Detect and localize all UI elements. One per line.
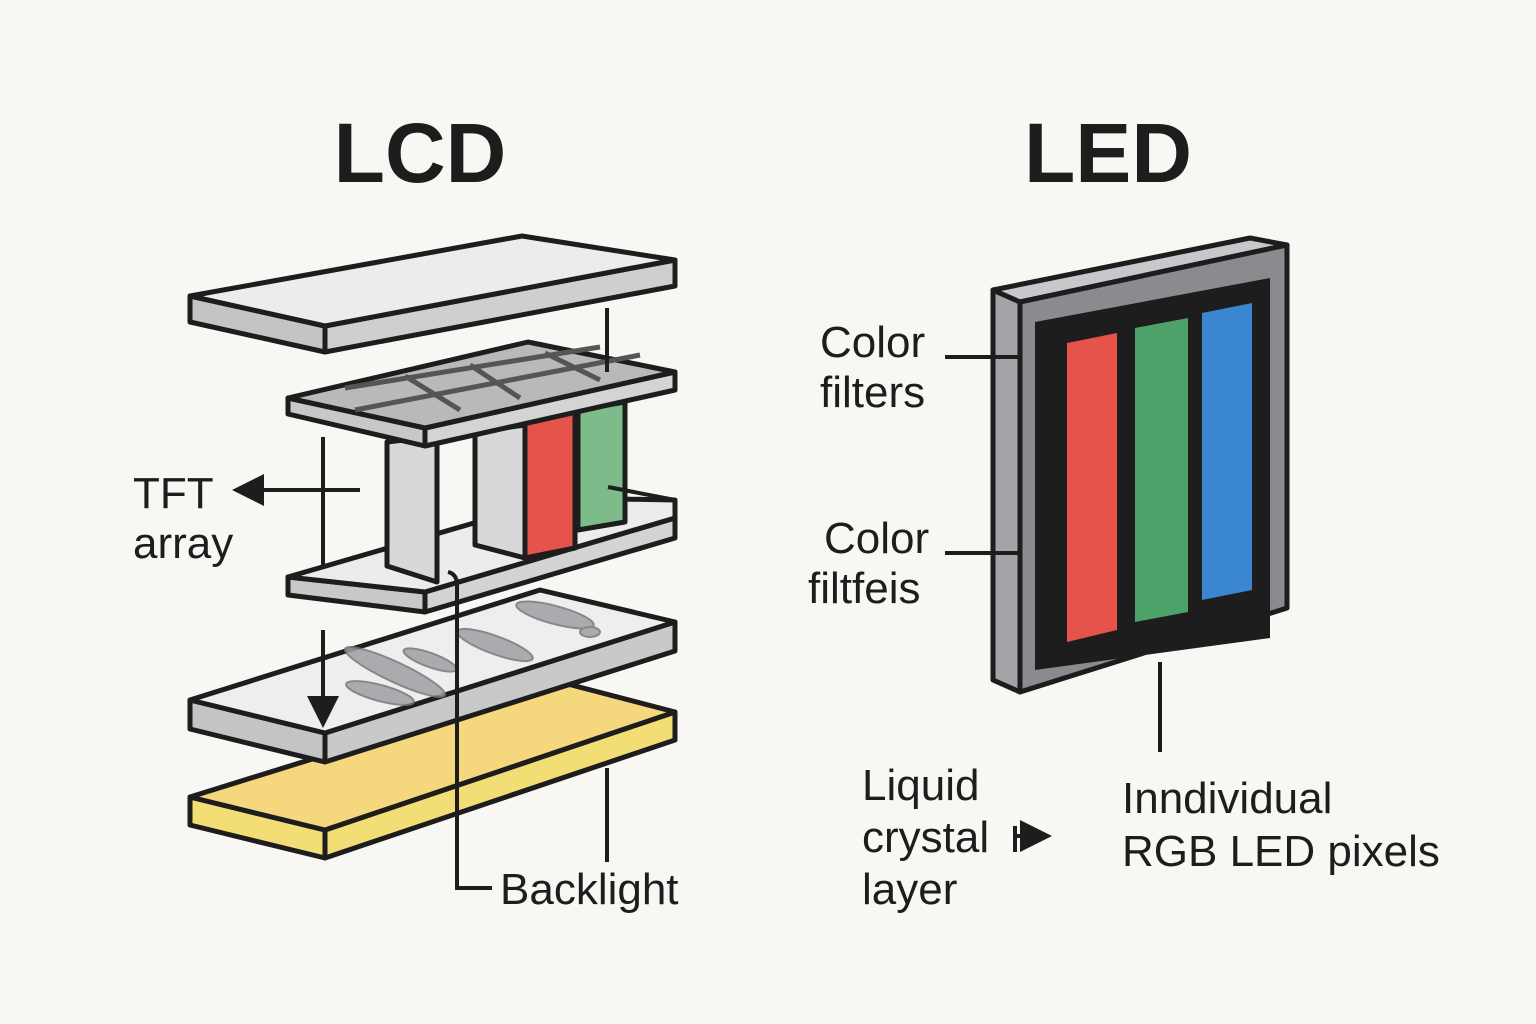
pixels-line2: RGB LED pixels <box>1122 827 1440 876</box>
pixels-line1: Inndividual <box>1122 774 1332 823</box>
lc-line1: Liquid <box>862 761 979 810</box>
led-panel <box>990 235 1290 695</box>
filters2-line2: filtfeis <box>808 564 920 613</box>
red-filter-strip <box>522 407 578 561</box>
tft-label-line1: TFT <box>133 469 214 518</box>
gray-strip-1 <box>384 433 440 585</box>
lc-line3: layer <box>862 865 957 914</box>
filters2-line1: Color <box>824 514 929 563</box>
top-glass-plate <box>187 233 678 355</box>
backlight-label: Backlight <box>500 865 679 914</box>
green-filter-strip <box>575 399 628 533</box>
backlight-leader <box>447 570 492 890</box>
tft-grid-plate <box>285 339 678 449</box>
blue-led-pixel <box>1202 303 1252 600</box>
lcd-title: LCD <box>334 106 507 200</box>
led-title: LED <box>1024 106 1192 200</box>
filters1-line2: filters <box>820 368 925 417</box>
liquid-crystal-blobs <box>343 600 601 706</box>
tft-label-line2: array <box>133 519 233 568</box>
gray-strip-2 <box>472 422 528 561</box>
filters1-line1: Color <box>820 318 925 367</box>
lc-line2: crystal <box>862 813 989 862</box>
red-led-pixel <box>1067 333 1117 642</box>
green-leader <box>607 485 676 502</box>
green-led-pixel <box>1135 318 1188 622</box>
